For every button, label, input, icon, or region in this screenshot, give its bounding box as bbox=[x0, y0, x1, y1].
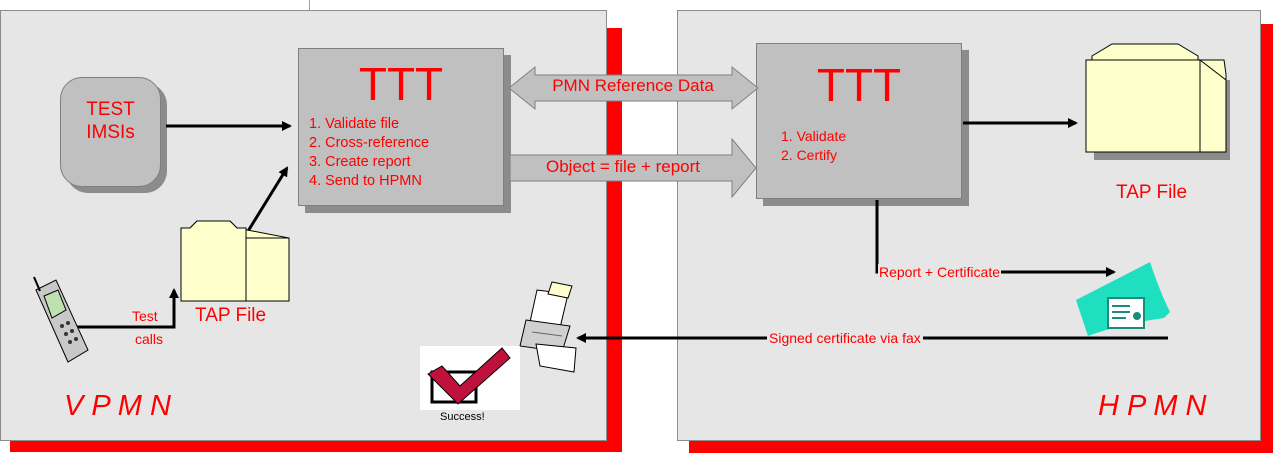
hpmn-ttt-steps: 1. Validate 2. Certify bbox=[781, 127, 846, 165]
test-calls-label-line1: Test bbox=[131, 308, 159, 324]
vpmn-tap-file-label: TAP File bbox=[195, 305, 267, 326]
test-imsis-line2: IMSIs bbox=[86, 122, 135, 143]
folder-icon bbox=[1085, 43, 1230, 160]
vpmn-step: 2. Cross-reference bbox=[309, 135, 430, 151]
vpmn-ttt-box: TTT 1. Validate file 2. Cross-reference … bbox=[298, 48, 504, 206]
folder-to-ttt-arrow bbox=[243, 166, 289, 237]
folder-icon bbox=[180, 220, 290, 302]
hpmn-step: 1. Validate bbox=[781, 128, 847, 144]
vpmn-step: 4. Send to HPMN bbox=[309, 173, 422, 189]
certificate-icon bbox=[1076, 262, 1170, 336]
test-calls-label-line2: calls bbox=[134, 331, 165, 347]
phone-to-folder-arrow bbox=[70, 288, 179, 329]
divider-tick bbox=[309, 0, 310, 10]
success-label: Success! bbox=[440, 411, 485, 423]
object-label: Object = file + report bbox=[545, 157, 701, 176]
signed-certificate-label: Signed certificate via fax bbox=[767, 330, 923, 346]
test-imsis-line1: TEST bbox=[86, 99, 135, 120]
vpmn-step: 1. Validate file bbox=[309, 116, 400, 132]
mobile-phone-icon bbox=[33, 276, 89, 363]
vpmn-region-label: V P M N bbox=[64, 390, 171, 422]
test-imsis-box: TEST IMSIs bbox=[60, 77, 161, 187]
object-arrow bbox=[509, 137, 757, 199]
hpmn-step: 2. Certify bbox=[781, 147, 838, 163]
hpmn-ttt-box: TTT 1. Validate 2. Certify bbox=[756, 43, 962, 199]
vpmn-ttt-steps: 1. Validate file 2. Cross-reference 3. C… bbox=[309, 115, 429, 191]
vpmn-ttt-title: TTT bbox=[358, 58, 444, 110]
reference-data-arrow bbox=[508, 65, 759, 111]
hpmn-ttt-title: TTT bbox=[816, 59, 902, 111]
reference-data-label: PMN Reference Data bbox=[552, 76, 714, 95]
hpmn-region-label: H P M N bbox=[1098, 390, 1207, 422]
checkmark-icon bbox=[420, 346, 520, 410]
fax-printer-icon bbox=[519, 281, 577, 373]
report-certificate-label: Report + Certificate bbox=[878, 264, 1001, 280]
hpmn-tap-file-label: TAP File bbox=[1116, 182, 1188, 203]
vpmn-step: 3. Create report bbox=[309, 154, 411, 170]
report-certificate-arrow bbox=[875, 200, 1116, 277]
